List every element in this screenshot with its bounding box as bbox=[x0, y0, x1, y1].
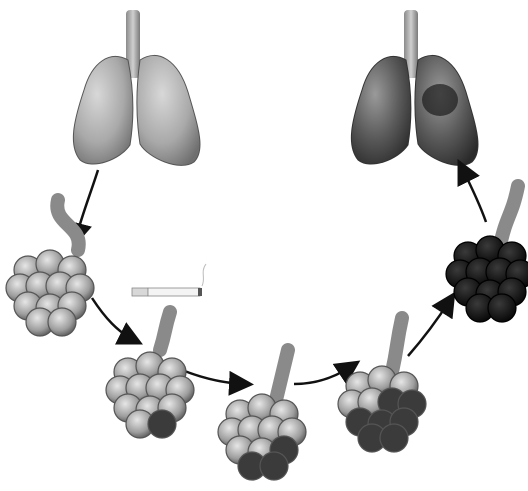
cigarette-body bbox=[148, 288, 200, 296]
right-lung-healthy bbox=[137, 55, 200, 165]
alveolus-cell bbox=[260, 452, 288, 480]
bronchiole-tube bbox=[392, 318, 402, 372]
alveolus-stage-3 bbox=[218, 350, 306, 480]
alveolus-stage-5 bbox=[446, 186, 528, 322]
bronchiole-tube bbox=[57, 200, 79, 250]
cigarette-ember bbox=[198, 288, 202, 296]
lung-dark-patch bbox=[422, 84, 458, 116]
cigarette-filter bbox=[132, 288, 148, 296]
healthy-lungs bbox=[73, 10, 200, 165]
left-lung-healthy bbox=[73, 57, 132, 165]
arrow-alveolus-3-to-4 bbox=[294, 366, 352, 384]
alveolus-cell bbox=[488, 294, 516, 322]
alveolus-cell bbox=[48, 308, 76, 336]
alveoli-clusters bbox=[6, 186, 528, 480]
alveolus-cell bbox=[148, 410, 176, 438]
bronchiole-tube bbox=[500, 186, 518, 246]
alveolus-cell bbox=[380, 424, 408, 452]
diseased-lungs bbox=[351, 10, 478, 165]
arrow-alveolus-4-to-5 bbox=[408, 300, 450, 356]
arrow-alveolus-5-to-lungs bbox=[462, 168, 486, 222]
arrow-alveolus-1-to-2 bbox=[92, 298, 134, 340]
cigarette bbox=[132, 264, 206, 296]
bronchiole-tube bbox=[276, 350, 288, 400]
left-lung-diseased bbox=[351, 57, 410, 165]
cigarette-smoke bbox=[202, 264, 206, 286]
alveolus-stage-4 bbox=[338, 318, 426, 452]
bronchiole-tube bbox=[160, 312, 170, 350]
